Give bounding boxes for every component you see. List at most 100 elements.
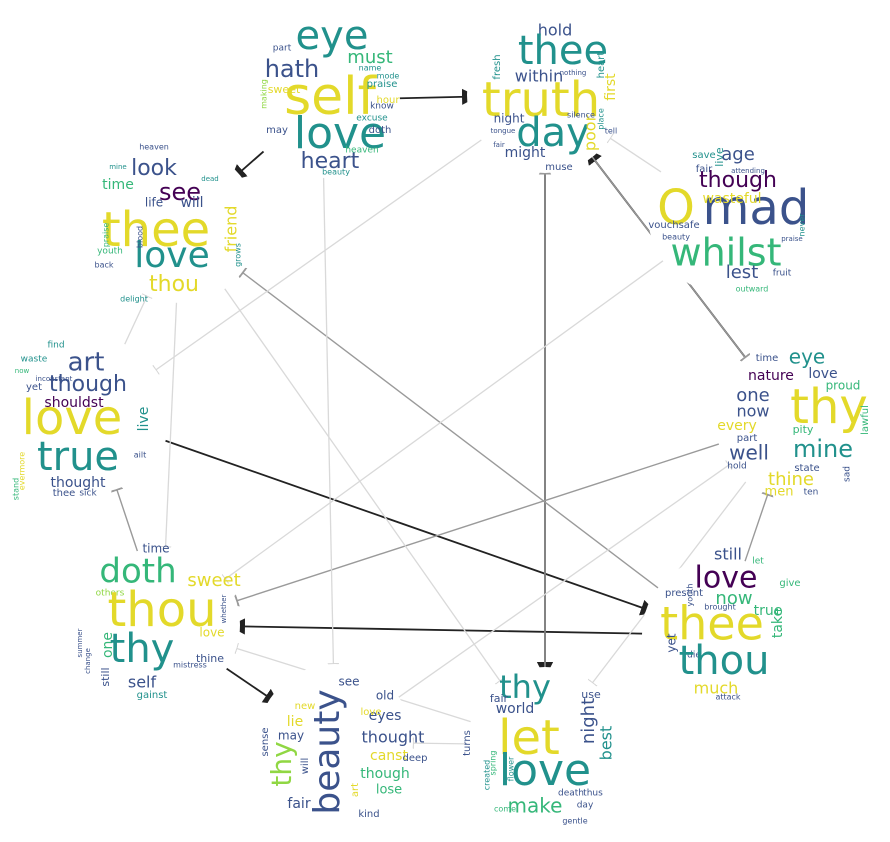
cloud-word: every [717, 418, 757, 434]
cloud-word: silence [567, 111, 595, 120]
cloud-word: see [159, 178, 201, 206]
cloud-top-left: eyemusthathselfloveheartmayhourdothprais… [244, 13, 400, 178]
cloud-word: whilst [671, 231, 782, 275]
cloud-word: yet [26, 382, 42, 393]
cloud-word: others [96, 589, 125, 599]
cloud-word: sweet [187, 570, 240, 591]
cloud-word: state [794, 463, 819, 474]
cloud-word: may [278, 729, 304, 743]
edge-upper-left-to-lower-left [159, 293, 178, 558]
cloud-background [467, 667, 623, 823]
cloud-word: take [770, 608, 786, 638]
cloud-word: praise [781, 235, 803, 243]
cloud-word: sense [260, 727, 271, 756]
cloud-word: thee [102, 202, 210, 258]
cloud-word: summer [76, 628, 84, 657]
cloud-word: kind [358, 809, 379, 820]
cloud-word: will [180, 195, 203, 211]
cloud-word: beauty [662, 233, 690, 242]
cloud-word: eyes [369, 708, 402, 724]
cloud-word: nothing [560, 69, 587, 77]
cloud-word: thee [660, 597, 764, 651]
edge-lower-left-to-bottom-left [218, 662, 280, 705]
cloud-word: well [729, 441, 769, 465]
cloud-word: art [68, 348, 105, 378]
cloud-word: youth [97, 247, 123, 257]
cloud-word: find [47, 341, 64, 351]
cloud-word: first [603, 73, 619, 101]
cloud-word: now [715, 588, 752, 609]
cloud-word: waste [21, 355, 48, 365]
cloud-word: gainst [137, 690, 168, 701]
cloud-word: heart [301, 149, 360, 174]
cloud-word: turns [462, 730, 473, 756]
cloud-word: wasteful [702, 191, 761, 207]
cloud-word: thee [518, 28, 608, 74]
cloud-word: sick [79, 489, 97, 499]
cloud-word: give [779, 578, 800, 589]
cloud-background [257, 664, 413, 820]
cloud-word: doth [99, 552, 176, 592]
cloud-top-mid: holdtheewithintruthdaynightmightmusepoor… [467, 17, 623, 173]
cloud-word: art [350, 783, 361, 797]
cloud-word: attending [731, 167, 765, 175]
clouds-layer: eyemusthathselfloveheartmayhourdothprais… [12, 13, 871, 826]
cloud-word: fresh [492, 54, 503, 79]
cloud-word: poor [581, 114, 600, 151]
cloud-word: still [99, 667, 112, 686]
cloud-word: might [505, 145, 546, 161]
cloud-word: making [260, 79, 269, 109]
cloud-word: outward [736, 285, 769, 294]
cloud-word: mode [377, 72, 400, 81]
cloud-word: praise [367, 79, 398, 90]
cloud-word: know [370, 102, 394, 112]
cloud-word: eye [789, 345, 825, 369]
cloud-word: fair [287, 796, 310, 812]
cloud-word: delight [120, 295, 148, 304]
cloud-word: now [736, 402, 769, 421]
cloud-word: true [754, 603, 783, 619]
cloud-word: attack [715, 693, 740, 702]
cloud-word: mad [703, 180, 810, 236]
cloud-word: vouchsafe [648, 220, 699, 231]
cloud-word: fair [493, 141, 505, 149]
cloud-word: new [295, 701, 316, 712]
cloud-word: thy [790, 379, 868, 435]
cloud-word: still [714, 545, 742, 564]
edge-top-mid-to-mid-left [146, 133, 490, 377]
cloud-word: thy [110, 626, 175, 672]
cloud-word: life [145, 196, 163, 210]
cloud-word: live [136, 407, 152, 432]
cloud-word: time [756, 353, 779, 364]
cloud-word: love [199, 626, 224, 640]
cloud-word: ten [804, 488, 819, 498]
cloud-word: grows [234, 243, 243, 267]
cloud-word: nature [748, 368, 794, 384]
cloud-word: dead [201, 175, 218, 183]
cloud-word: fair [490, 692, 509, 705]
cloud-word: heaven [345, 146, 378, 156]
cloud-word: love [22, 390, 123, 446]
cloud-word: much [694, 679, 739, 698]
cloud-word: die [687, 651, 701, 661]
cloud-word: lawful [860, 405, 871, 435]
cloud-word: within [515, 67, 564, 86]
cloud-word: best [597, 726, 616, 761]
cloud-background [467, 17, 623, 173]
cloud-word: now [15, 367, 30, 375]
edge-lower-left-to-mid-left [111, 478, 142, 561]
cloud-word: love [499, 745, 591, 796]
cloud-word: old [376, 689, 394, 703]
cloud-word: heart [596, 52, 607, 79]
cloud-word: tongue [491, 127, 516, 135]
cloud-word: let [498, 710, 560, 766]
cloud-word: thy [265, 741, 298, 786]
cloud-word: thought [50, 475, 106, 491]
cloud-word: thou [149, 272, 199, 297]
edge-top-right-to-top-mid [601, 132, 670, 178]
